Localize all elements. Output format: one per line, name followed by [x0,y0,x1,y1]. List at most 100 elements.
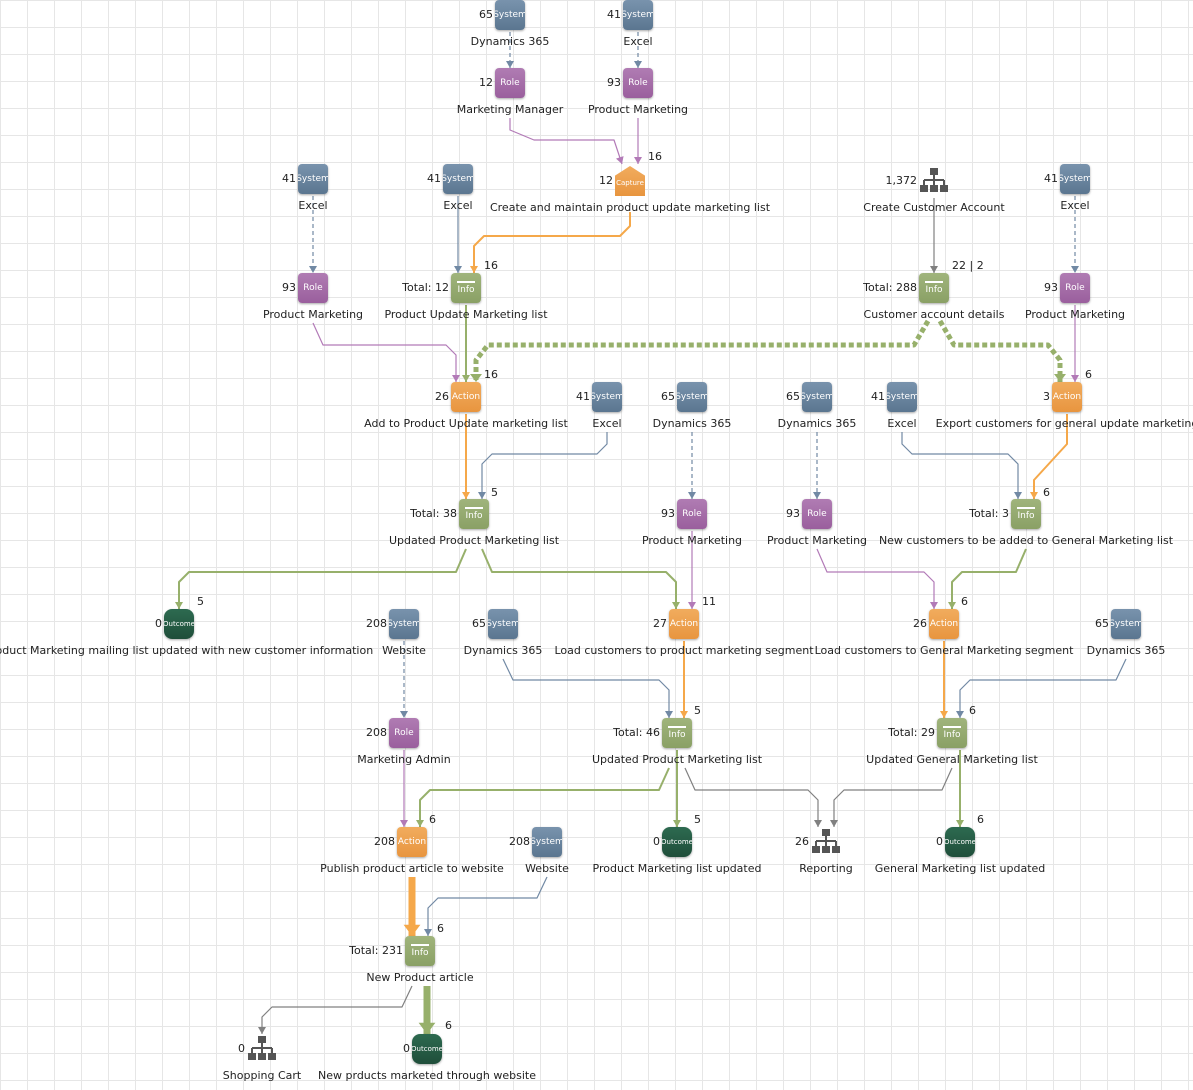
info-icon[interactable]: Info [459,499,489,529]
org-icon[interactable] [247,1034,277,1064]
info-icon[interactable]: Info [1011,499,1041,529]
node-count: 0 [155,617,162,630]
system-icon[interactable]: System [298,164,328,194]
info-icon[interactable]: Info [937,718,967,748]
system-icon[interactable]: System [532,827,562,857]
node-count: Total: 231 [349,944,403,957]
org-icon[interactable] [811,827,841,857]
system-icon[interactable]: System [623,0,653,30]
node-label: Website [382,644,426,657]
node-label: New prducts marketed through website [318,1069,536,1082]
system-icon[interactable]: System [443,164,473,194]
system-icon[interactable]: System [887,382,917,412]
outcome-icon[interactable]: Outcome [945,827,975,857]
system-icon[interactable]: System [1060,164,1090,194]
system-icon[interactable]: System [677,382,707,412]
node-count: Total: 288 [863,281,917,294]
node-type-tag: Info [1017,511,1035,521]
role-icon[interactable]: Role [623,68,653,98]
role-icon[interactable]: Role [677,499,707,529]
info-icon[interactable]: Info [405,936,435,966]
capture-icon[interactable]: Capture [615,166,645,196]
system-icon[interactable]: System [389,609,419,639]
info-icon[interactable]: Info [451,273,481,303]
role-icon[interactable]: Role [802,499,832,529]
info-icon[interactable]: Info [662,718,692,748]
node-label: Product Marketing [1024,308,1126,321]
org-icon[interactable] [919,166,949,196]
node-type-tag: Info [465,511,483,521]
outcome-icon[interactable]: Outcome [164,609,194,639]
outcome-icon[interactable]: Outcome [662,827,692,857]
info-icon[interactable]: Info [919,273,949,303]
node-type-tag: Action [669,619,699,629]
system-icon[interactable]: System [495,0,525,30]
action-icon[interactable]: Action [397,827,427,857]
role-icon[interactable]: Role [1060,273,1090,303]
node-count: 208 [366,617,387,630]
system-icon[interactable]: System [592,382,622,412]
role-icon[interactable]: Role [298,273,328,303]
node-label: Updated General Marketing list [866,753,1038,766]
node-count: 93 [661,507,675,520]
system-icon[interactable]: System [488,609,518,639]
action-icon[interactable]: Action [1052,382,1082,412]
node-type-tag: Info [925,285,943,295]
info-bar-icon [411,944,429,946]
action-icon[interactable]: Action [929,609,959,639]
system-icon[interactable]: System [802,382,832,412]
connector-line [684,767,819,827]
role-icon[interactable]: Role [495,68,525,98]
role-icon[interactable]: Role [389,718,419,748]
connector-line [502,658,670,718]
node-count: 26 [913,617,927,630]
action-icon[interactable]: Action [451,382,481,412]
system-icon[interactable]: System [1111,609,1141,639]
outcome-icon[interactable]: Outcome [412,1034,442,1064]
node-type-tag: Role [807,509,827,519]
connector-line [473,319,931,382]
node-label: Dynamics 365 [463,644,543,657]
action-icon[interactable]: Action [669,609,699,639]
